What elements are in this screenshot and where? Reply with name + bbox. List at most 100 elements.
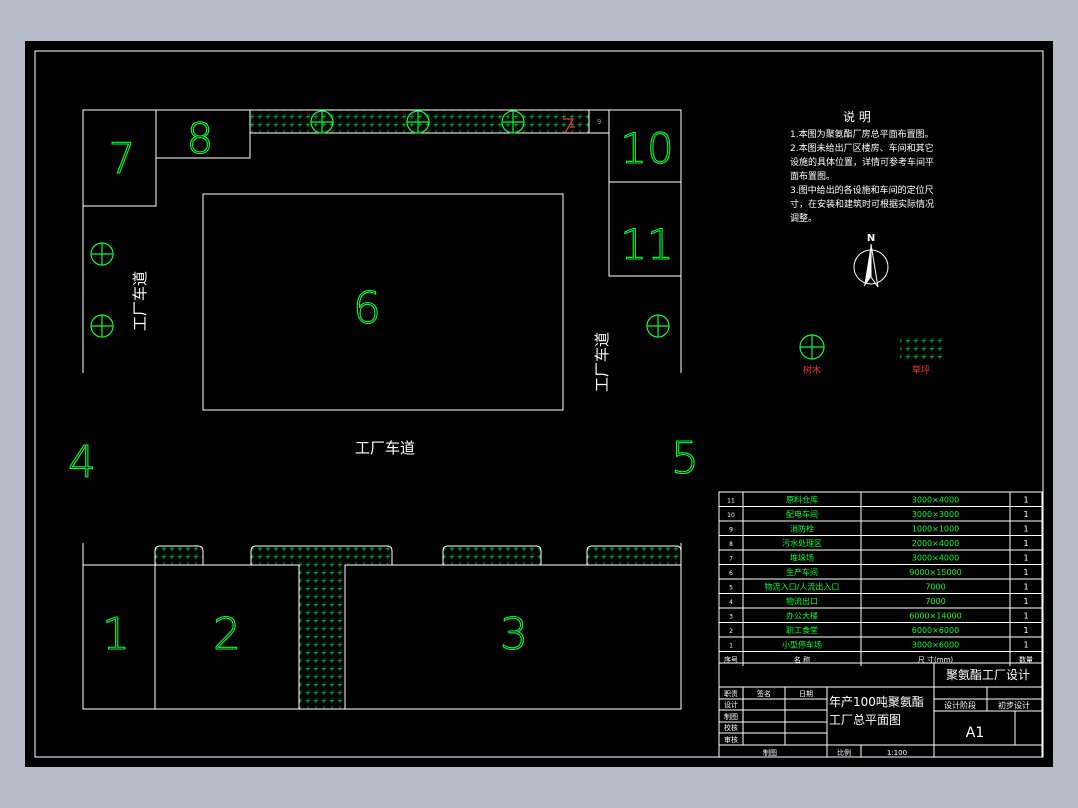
table-cell-size: 7000: [925, 597, 945, 606]
table-cell-no: 9: [729, 527, 733, 534]
tree-icon: [90, 242, 114, 266]
table-cell-qty: 1: [1023, 539, 1028, 548]
table-cell-name: 堆垛场: [790, 553, 814, 563]
road-label-right: 工厂车道: [593, 332, 611, 392]
table-cell-size: 7000: [925, 583, 945, 592]
table-cell-no: 7: [729, 556, 733, 563]
compass-north-label: N: [867, 233, 875, 244]
table-cell-no: 1: [729, 643, 733, 650]
table-cell-name: 消防栓: [790, 524, 814, 534]
road-label-left: 工厂车道: [131, 271, 149, 331]
zone-3-number: 3: [500, 609, 528, 660]
table-cell-size: 3000×6000: [912, 641, 959, 650]
table-cell-size: 3000×4000: [912, 496, 959, 505]
table-cell-no: 8: [729, 541, 733, 548]
lawn-patch: [586, 545, 682, 566]
scale-value: 1:100: [887, 749, 907, 757]
header-name: 名 称: [794, 655, 810, 664]
lawn-patch: [154, 545, 204, 566]
table-cell-no: 2: [729, 628, 733, 635]
notes-line: 3.图中给出的各设施和车间的定位尺: [790, 184, 934, 196]
zone-9-number: 9: [597, 118, 601, 126]
table-cell-name: 生产车间: [786, 567, 818, 577]
lawn-t-shape: [250, 545, 393, 710]
zone-9-hydrant: [563, 118, 575, 134]
notes-line: 2.本图未给出厂区楼房、车间和其它: [790, 142, 934, 154]
header-no: 序号: [724, 655, 738, 664]
table-cell-size: 2000×4000: [912, 539, 959, 548]
table-cell-qty: 1: [1023, 597, 1028, 606]
table-row: 5 物流入口/人流出入口 7000 1: [719, 582, 1042, 594]
header-qty: 数量: [1019, 655, 1033, 664]
zone-11: [608, 181, 682, 277]
role-check: 校核: [724, 723, 738, 732]
role-design: 设计: [724, 700, 738, 709]
table-cell-no: 3: [729, 614, 733, 621]
table-cell-no: 11: [727, 498, 735, 505]
table-cell-qty: 1: [1023, 568, 1028, 577]
tree-icon: [406, 110, 430, 134]
table-cell-qty: 1: [1023, 641, 1028, 650]
notes-title: 说 明: [843, 109, 871, 124]
notes-line: 设施的具体位置，详情可参考车间平: [790, 156, 934, 168]
zone-10-number: 10: [620, 124, 673, 173]
drawn-by-label: 制图: [763, 748, 777, 757]
table-row: 8 污水处理区 2000×4000 1: [719, 538, 1042, 551]
zone-8: [155, 109, 251, 159]
role-date: 日期: [799, 690, 813, 698]
notes-line: 寸，在安装和建筑时可根据实际情况: [790, 198, 934, 210]
table-cell-qty: 1: [1023, 554, 1028, 563]
table-cell-qty: 1: [1023, 612, 1028, 621]
drawing-border: [34, 50, 1044, 758]
sheet-size: A1: [966, 725, 984, 741]
table-cell-qty: 1: [1023, 626, 1028, 635]
zone-11-number: 11: [620, 220, 673, 269]
compass-icon: N: [853, 233, 889, 288]
legend-lawn-label: 草坪: [912, 364, 930, 376]
table-row: 3 办公大楼 6000×14000 1: [719, 611, 1042, 623]
legend: 树木 草坪: [799, 334, 942, 376]
design-stage-value: 初步设计: [998, 700, 1030, 710]
table-cell-qty: 1: [1023, 583, 1028, 592]
project-line-2: 工厂总平面图: [829, 713, 901, 727]
drawing-canvas: + · 7 8 9 10 11 6 4: [25, 41, 1053, 767]
table-cell-size: 6000×14000: [909, 612, 962, 621]
zone-8-number: 8: [187, 114, 214, 163]
zone-6: [202, 193, 564, 411]
tree-icon: [646, 314, 670, 338]
company-name: 聚氨酯工厂设计: [946, 668, 1030, 682]
zone-4-number: 4: [68, 437, 96, 488]
site-plan-svg: + · 7 8 9 10 11 6 4: [34, 50, 1044, 758]
role-job: 职责: [724, 689, 738, 698]
table-cell-size: 3000×3000: [912, 510, 959, 519]
header-size: 尺 寸(mm): [918, 655, 954, 664]
zone-5-number: 5: [671, 433, 699, 484]
upper-site: [82, 109, 682, 411]
role-draw: 制图: [724, 712, 738, 721]
tree-icon: [501, 110, 525, 134]
table-cell-name: 物流入口/人流出入口: [765, 582, 840, 592]
notes-line: 1.本图为聚氨酯厂房总平面布置图。: [790, 128, 934, 140]
lawn-icon: [900, 336, 942, 360]
tree-icon: [799, 334, 825, 360]
notes-line: 调整。: [790, 212, 817, 224]
notes-line: 面布置图。: [790, 170, 835, 182]
table-cell-name: 原料仓库: [786, 495, 818, 505]
zone-1-number: 1: [102, 609, 130, 660]
lower-site: [82, 543, 682, 710]
table-cell-size: 3000×4000: [912, 554, 959, 563]
table-cell-no: 5: [729, 585, 733, 592]
role-name: 签名: [757, 689, 771, 698]
table-cell-name: 配电车间: [786, 509, 818, 519]
table-cell-name: 办公大楼: [786, 611, 818, 621]
lawn-patch: [442, 545, 542, 566]
table-cell-name: 物流出口: [786, 596, 818, 606]
table-cell-name: 污水处理区: [782, 538, 822, 548]
table-cell-no: 10: [727, 512, 735, 519]
